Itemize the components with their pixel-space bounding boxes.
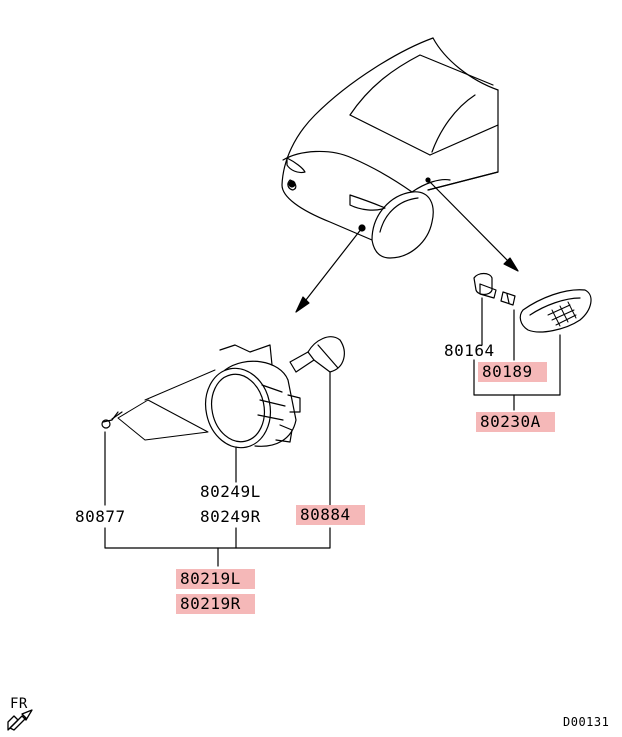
side-marker-lamp xyxy=(519,289,592,333)
part-label-80249L[interactable]: 80249L xyxy=(200,482,261,501)
vehicle-front-outline xyxy=(281,37,499,259)
foglamp-location-dot xyxy=(358,224,366,232)
front-label: FR xyxy=(10,696,28,712)
part-label-80877[interactable]: 80877 xyxy=(75,507,126,526)
part-label-80249R[interactable]: 80249R xyxy=(200,507,261,526)
part-label-80189[interactable]: 80189 xyxy=(478,362,547,382)
part-label-80219L[interactable]: 80219L xyxy=(176,569,255,589)
bracket-80230A xyxy=(473,334,561,396)
part-label-80230A[interactable]: 80230A xyxy=(476,412,555,432)
part-label-80219R[interactable]: 80219R xyxy=(176,594,255,614)
diagram-id: D00131 xyxy=(563,715,610,729)
sidemarker-location-dot xyxy=(425,177,431,183)
side-marker-bulb xyxy=(500,291,516,306)
side-marker-socket xyxy=(473,272,497,299)
pointer-arrow-sidemarker xyxy=(427,179,519,272)
front-arrow-icon xyxy=(7,709,33,731)
part-label-80884[interactable]: 80884 xyxy=(296,505,365,525)
fog-lamp-bulb xyxy=(289,336,345,373)
bracket-80219 xyxy=(104,527,331,549)
screw-projection-line-upper xyxy=(144,369,216,401)
screw-projection-lines xyxy=(117,399,209,441)
part-label-80164[interactable]: 80164 xyxy=(444,341,495,360)
mounting-screw xyxy=(101,411,123,429)
front-dot xyxy=(288,180,296,188)
fog-lamp-housing xyxy=(205,344,301,449)
pointer-arrow-foglamp xyxy=(295,227,363,313)
